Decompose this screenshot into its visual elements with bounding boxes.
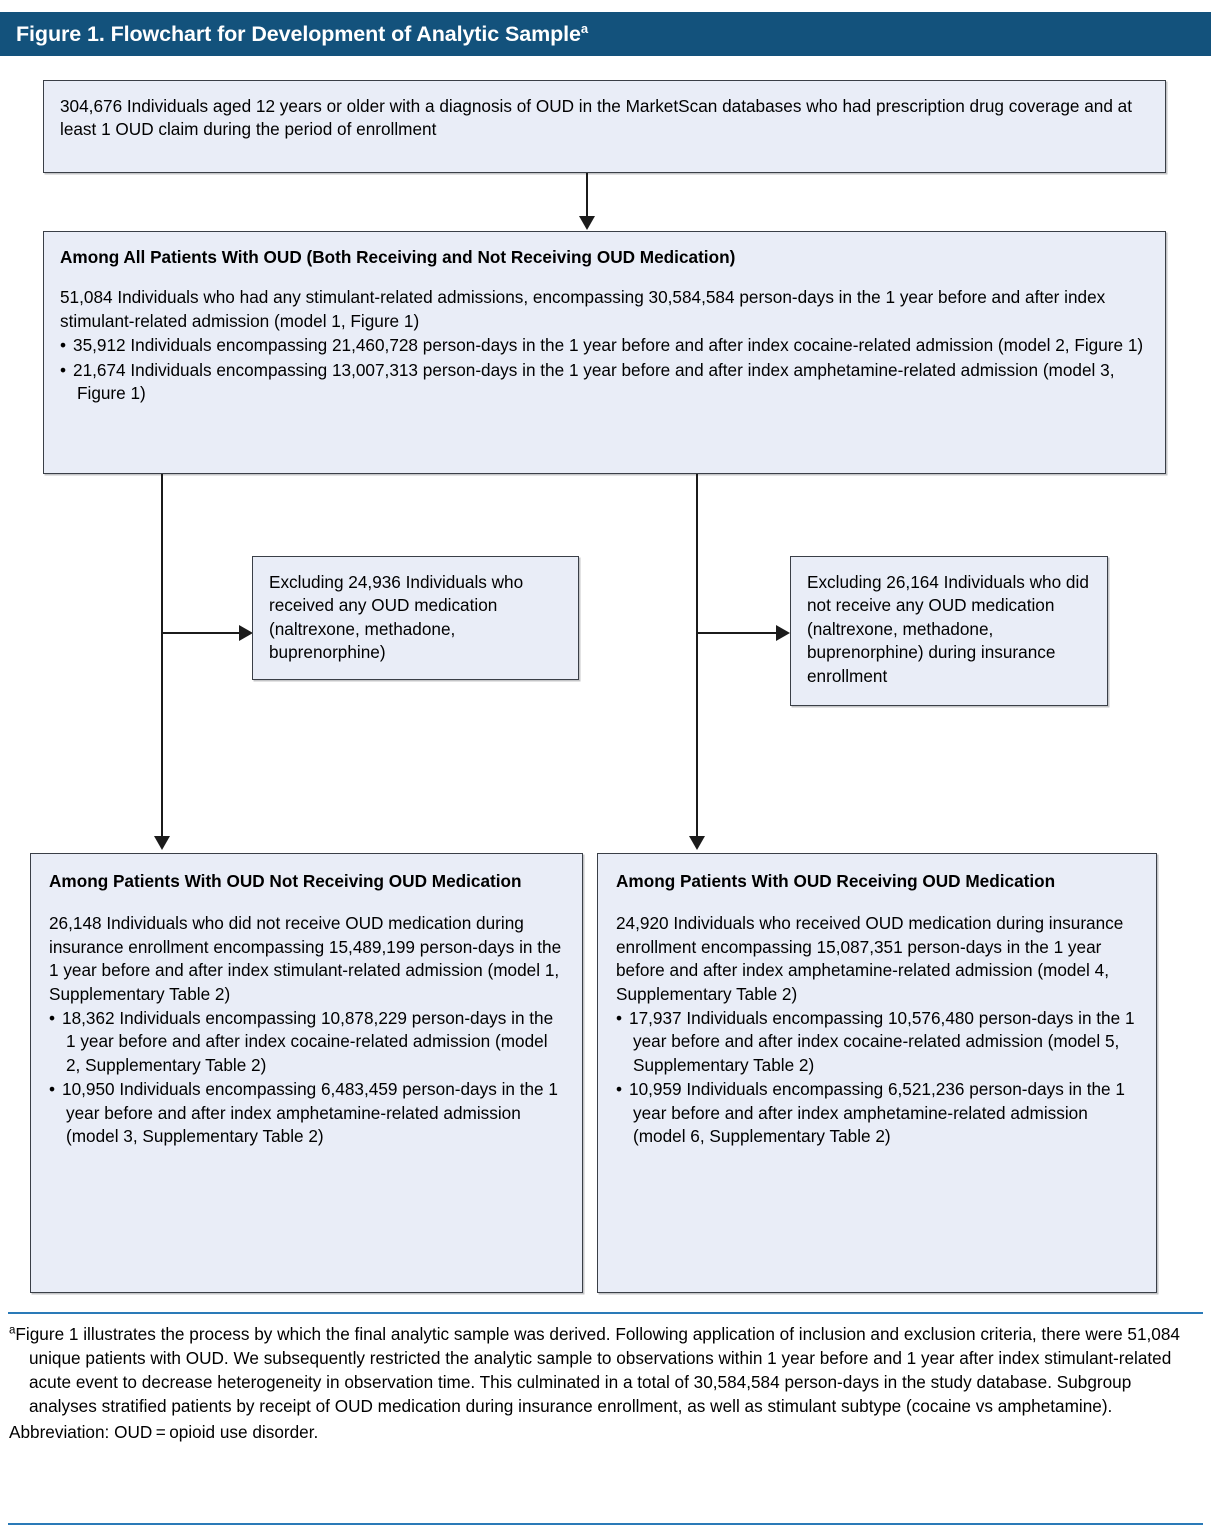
footnote-top-divider	[8, 1312, 1203, 1314]
receiving-bullet-list: 17,937 Individuals encompassing 10,576,4…	[616, 1007, 1138, 1148]
flow-box-not-receiving-inner: Among Patients With OUD Not Receiving OU…	[31, 854, 582, 1160]
footnote-bottom-divider	[8, 1523, 1203, 1525]
footnote-text: Figure 1 illustrates the process by whic…	[15, 1324, 1180, 1417]
not-receiving-body: 26,148 Individuals who did not receive O…	[49, 913, 562, 1004]
flow-box-receiving-medication: Among Patients With OUD Receiving OUD Me…	[597, 853, 1157, 1293]
flow-box-exclusion-right-inner: Excluding 26,164 Individuals who did not…	[791, 557, 1107, 700]
flow-box-source-cohort-inner: 304,676 Individuals aged 12 years or old…	[44, 81, 1165, 154]
receiving-body: 24,920 Individuals who received OUD medi…	[616, 913, 1124, 1004]
connector-line-right-branch-vertical	[696, 474, 698, 838]
figure-title-text: Figure 1. Flowchart for Development of A…	[16, 22, 581, 47]
arrow-right-icon-left-exclusion	[239, 625, 253, 641]
all-patients-header: Among All Patients With OUD (Both Receiv…	[60, 247, 736, 267]
flow-box-exclusion-left-inner: Excluding 24,936 Individuals who receive…	[253, 557, 578, 677]
list-item: 18,362 Individuals encompassing 10,878,2…	[49, 1007, 564, 1077]
arrow-down-icon-left-branch	[154, 836, 170, 850]
flow-box-source-cohort: 304,676 Individuals aged 12 years or old…	[43, 80, 1166, 173]
flow-box-receiving-inner: Among Patients With OUD Receiving OUD Me…	[598, 854, 1156, 1160]
list-item: 21,674 Individuals encompassing 13,007,3…	[60, 359, 1149, 406]
flow-box-exclusion-received-medication: Excluding 24,936 Individuals who receive…	[252, 556, 579, 680]
flow-box-exclusion-not-received-medication: Excluding 26,164 Individuals who did not…	[790, 556, 1108, 706]
connector-line-left-exclusion-horizontal	[161, 632, 241, 634]
footnote-abbreviation: Abbreviation: OUD = opioid use disorder.	[9, 1422, 319, 1443]
figure-title-footnote-marker: a	[580, 20, 588, 36]
arrow-right-icon-right-exclusion	[776, 625, 790, 641]
figure-footnote: aFigure 1 illustrates the process by whi…	[9, 1322, 1199, 1444]
flow-box-all-patients: Among All Patients With OUD (Both Receiv…	[43, 231, 1166, 474]
not-receiving-header: Among Patients With OUD Not Receiving OU…	[49, 871, 522, 891]
footnote-text-paragraph: aFigure 1 illustrates the process by whi…	[9, 1322, 1199, 1418]
not-receiving-bullet-list: 18,362 Individuals encompassing 10,878,2…	[49, 1007, 564, 1148]
all-patients-bullet-list: 35,912 Individuals encompassing 21,460,7…	[60, 334, 1149, 405]
all-patients-body: 51,084 Individuals who had any stimulant…	[60, 287, 1106, 331]
exclusion-left-text: Excluding 24,936 Individuals who receive…	[269, 572, 524, 663]
page-title: Figure 1. Flowchart for Development of A…	[0, 21, 588, 47]
connector-line-top-to-all	[586, 173, 588, 218]
list-item: 10,950 Individuals encompassing 6,483,45…	[49, 1078, 564, 1148]
figure-title-bar: Figure 1. Flowchart for Development of A…	[0, 12, 1211, 56]
exclusion-right-text: Excluding 26,164 Individuals who did not…	[807, 572, 1089, 686]
flow-box-all-patients-inner: Among All Patients With OUD (Both Receiv…	[44, 232, 1165, 417]
arrow-down-icon-top-to-all	[579, 216, 595, 230]
footnote-marker: a	[9, 1324, 16, 1337]
list-item: 17,937 Individuals encompassing 10,576,4…	[616, 1007, 1138, 1077]
list-item: 10,959 Individuals encompassing 6,521,23…	[616, 1078, 1138, 1148]
flow-box-not-receiving-medication: Among Patients With OUD Not Receiving OU…	[30, 853, 583, 1293]
receiving-header: Among Patients With OUD Receiving OUD Me…	[616, 871, 1056, 891]
list-item: 35,912 Individuals encompassing 21,460,7…	[60, 334, 1149, 357]
connector-line-right-exclusion-horizontal	[696, 632, 776, 634]
source-cohort-text: 304,676 Individuals aged 12 years or old…	[60, 96, 1133, 140]
connector-line-left-branch-vertical	[161, 474, 163, 838]
arrow-down-icon-right-branch	[689, 836, 705, 850]
